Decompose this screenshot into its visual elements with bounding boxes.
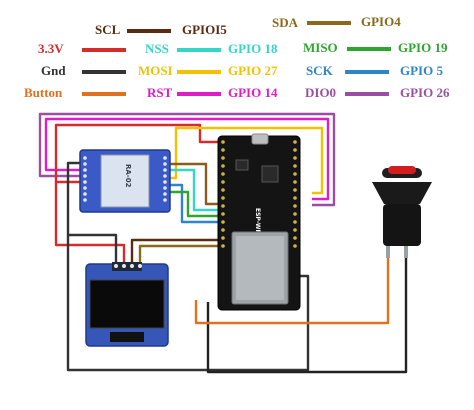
wire-nss	[168, 168, 222, 212]
oled-display	[85, 262, 169, 347]
legend-rst-swatch	[177, 92, 221, 96]
legend-sck-pin: GPIO 5	[400, 63, 443, 78]
wire-sck	[168, 183, 222, 224]
legend-dio0-pin: GPIO 26	[400, 85, 450, 100]
legend-nss-pin: GPIO 18	[228, 41, 278, 56]
button-leg-left	[386, 246, 390, 258]
button-nut	[372, 182, 432, 204]
legend-sda-swatch	[307, 21, 351, 25]
legend: SCL GPIOI5 SDA GPIO4 3.3V NSS GPIO 18 MI…	[24, 14, 450, 100]
usb-port-icon	[251, 133, 269, 145]
wire-sda	[138, 244, 222, 265]
button-cap	[388, 166, 416, 174]
legend-mosi-swatch	[177, 70, 221, 74]
lora-shield	[100, 154, 150, 208]
legend-nss-swatch	[177, 48, 221, 52]
wire-dio0	[38, 112, 336, 207]
wire-lora-extra	[168, 162, 222, 206]
wire-button	[194, 255, 390, 325]
legend-rst-label: RST	[147, 85, 173, 100]
lora-module: RA-02	[79, 149, 171, 213]
esp32-board: ESP-WROOM-32	[217, 133, 301, 311]
legend-scl-label: SCL	[95, 22, 121, 37]
legend-dio0-swatch	[345, 92, 389, 96]
legend-button-swatch	[82, 92, 126, 96]
wire-rst	[44, 117, 330, 201]
legend-mosi-label: MOSI	[138, 63, 173, 78]
esp32-rf-shield-inner	[236, 236, 284, 300]
legend-dio0-label: DIO0	[305, 85, 336, 100]
legend-gnd-label: Gnd	[41, 63, 66, 78]
legend-3v3-swatch	[82, 48, 126, 52]
legend-scl-swatch	[127, 29, 171, 33]
lora-label: RA-02	[124, 164, 132, 188]
esp32-chip-small	[235, 159, 249, 171]
legend-rst-pin: GPIO 14	[228, 85, 278, 100]
legend-miso-pin: GPIO 19	[398, 40, 448, 55]
wire-mosi	[168, 126, 324, 195]
legend-sda-label: SDA	[272, 15, 299, 30]
legend-sck-label: SCK	[306, 63, 334, 78]
legend-scl-pin: GPIOI5	[182, 22, 227, 37]
legend-miso-label: MISO	[303, 40, 338, 55]
legend-button-label: Button	[24, 85, 63, 100]
lora-pins-right	[163, 156, 167, 202]
oled-header-pins	[112, 262, 142, 271]
wire-3v3-oled	[54, 182, 126, 265]
oled-ribbon	[110, 332, 144, 342]
legend-miso-swatch	[347, 47, 391, 51]
legend-gnd-swatch	[82, 70, 126, 74]
oled-screen	[89, 279, 165, 329]
esp32-pins-right	[293, 140, 297, 248]
wire-gnd	[66, 161, 310, 372]
push-button	[372, 166, 432, 258]
wire-gnd-oled	[68, 233, 118, 265]
legend-3v3-label: 3.3V	[38, 41, 64, 56]
wire-gnd-button	[206, 255, 408, 374]
button-body	[383, 204, 421, 246]
wire-scl	[130, 238, 222, 265]
wires	[38, 112, 408, 374]
legend-nss-label: NSS	[145, 41, 169, 56]
esp32-pins-left	[221, 140, 225, 248]
lora-pins-left	[83, 156, 87, 202]
legend-sda-pin: GPIO4	[361, 14, 401, 29]
esp32-chip-regulator	[261, 165, 279, 183]
button-leg-right	[404, 246, 408, 258]
wire-miso	[168, 190, 222, 218]
legend-sck-swatch	[345, 70, 389, 74]
legend-mosi-pin: GPIO 27	[228, 63, 278, 78]
wire-3v3	[54, 123, 222, 184]
